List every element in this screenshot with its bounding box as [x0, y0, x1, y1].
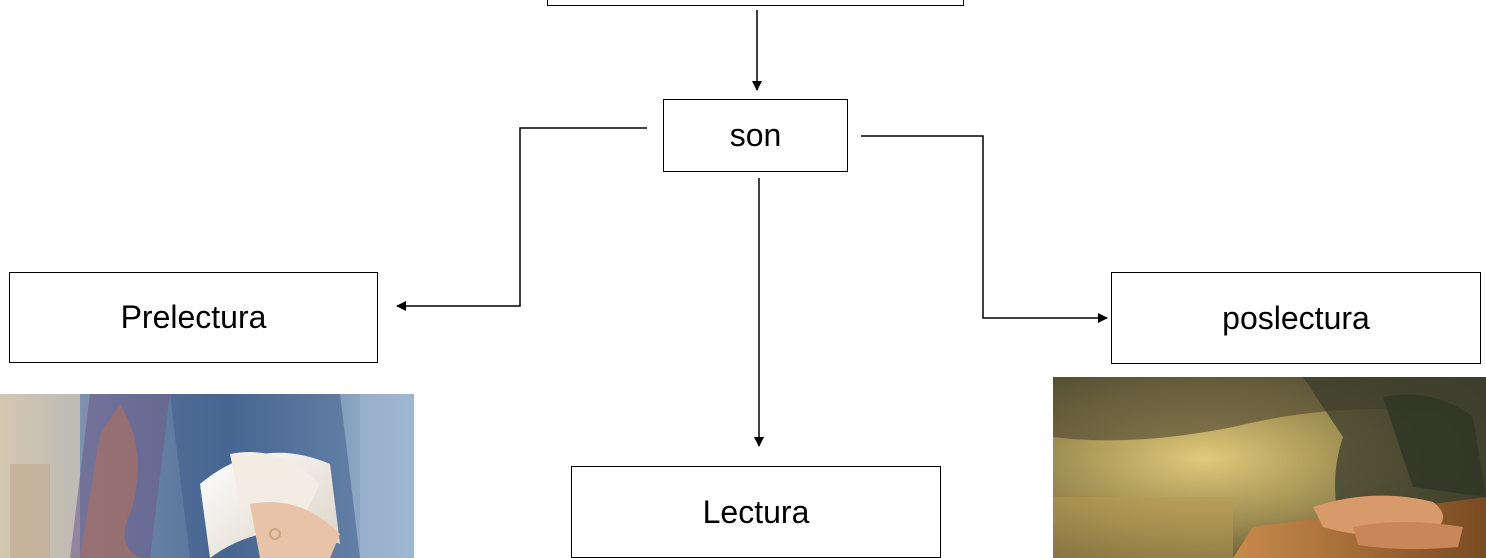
lectura-label: Lectura	[702, 493, 810, 530]
arrow-son-to-prelectura	[396, 127, 647, 311]
left-photo	[0, 394, 414, 558]
lectura-box: Lectura	[571, 466, 941, 558]
right-photo	[1053, 377, 1486, 558]
poslectura-label: poslectura	[1222, 299, 1370, 336]
son-label: son	[729, 117, 782, 153]
poslectura-box: poslectura	[1111, 272, 1481, 364]
top-box	[547, 0, 964, 6]
arrow-son-to-poslectura	[861, 135, 1108, 323]
prelectura-label: Prelectura	[120, 299, 267, 335]
prelectura-box: Prelectura	[9, 272, 378, 363]
son-box: son	[663, 99, 848, 172]
